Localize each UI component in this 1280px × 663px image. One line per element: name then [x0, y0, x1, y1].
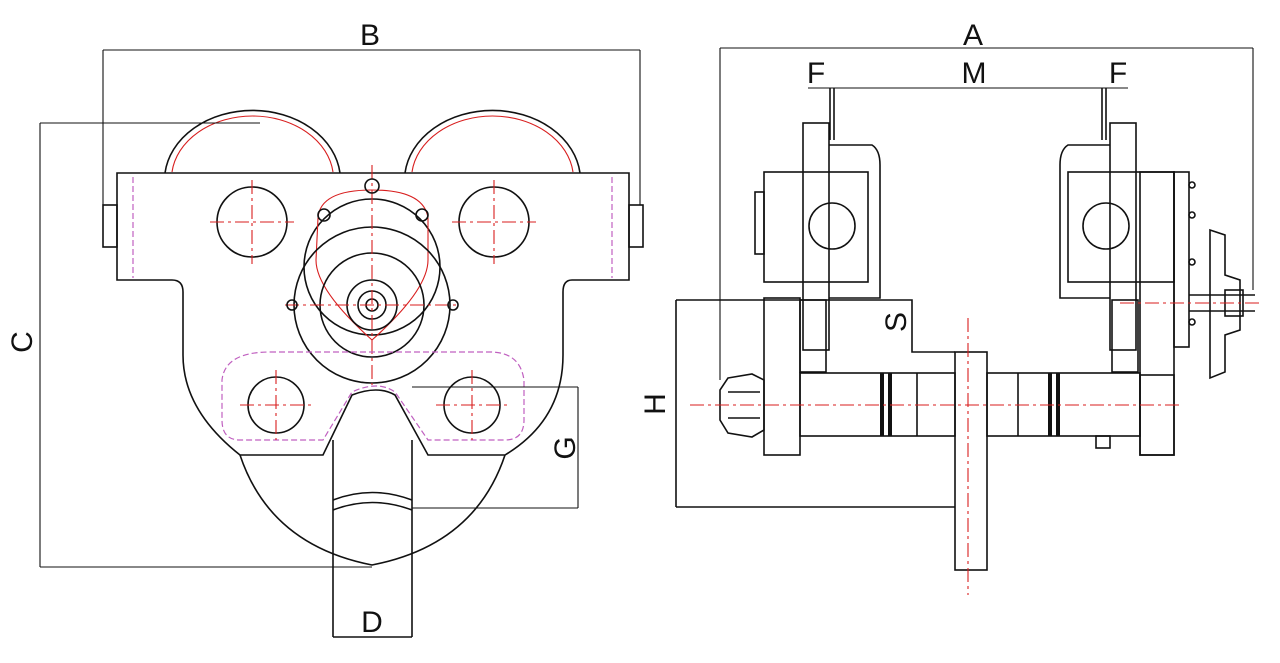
left-shaft-stub	[102, 204, 118, 248]
right-side-block	[1067, 171, 1175, 283]
left-wheel-body	[829, 144, 881, 299]
beam-flange-profile	[676, 299, 955, 353]
beam-web-arc-outer	[332, 491, 413, 501]
dim-label-g: G	[549, 436, 582, 459]
front-view	[102, 109, 644, 638]
end-plate-bolt-3	[1188, 258, 1196, 266]
beam-web	[954, 351, 988, 571]
left-wheel-arc	[164, 109, 341, 174]
end-plate-bolt-4	[1188, 318, 1196, 326]
lower-clamp-body	[239, 454, 506, 566]
right-end-plate	[1173, 171, 1190, 348]
beam-web-arc-inner	[332, 501, 413, 511]
dim-label-c: C	[6, 331, 39, 353]
hub-bolt-left	[286, 299, 298, 311]
dim-label-a: A	[963, 19, 983, 52]
side-plate	[116, 172, 630, 456]
upper-left-hole	[216, 186, 288, 258]
upper-right-hole	[458, 186, 530, 258]
shaft-collar-left	[880, 373, 884, 436]
hub-bolt-top	[364, 178, 380, 194]
right-wheel-arc-red	[411, 115, 574, 173]
right-wheel-lower	[1111, 299, 1139, 373]
dim-label-h: H	[639, 393, 672, 415]
right-bottom-block	[1139, 374, 1175, 456]
end-plate-bolt-1	[1188, 181, 1196, 189]
lock-nut	[719, 373, 765, 438]
left-side-nub	[754, 191, 765, 255]
right-side-block-hole	[1082, 202, 1130, 250]
end-plate-bolt-2	[1188, 211, 1196, 219]
side-view	[675, 88, 1262, 595]
right-wheel-flange	[1109, 122, 1137, 351]
side-view-dimensions: A F M F H S	[639, 19, 1254, 415]
left-side-block	[763, 171, 869, 283]
shaft-spacer	[1095, 435, 1111, 449]
left-wheel-arc-red	[171, 115, 334, 173]
right-wheel-body	[1059, 144, 1110, 299]
dim-label-s: S	[880, 312, 913, 332]
dim-label-m: M	[962, 57, 987, 90]
dim-label-d: D	[361, 606, 383, 639]
right-plate-lower	[1139, 171, 1175, 456]
left-wheel-flange	[802, 122, 830, 351]
dim-label-f-left: F	[807, 57, 825, 90]
hub-red-pitch	[315, 189, 429, 341]
hub-bolt-upper-left	[317, 208, 331, 222]
handwheel	[1209, 228, 1241, 380]
dim-label-f-right: F	[1109, 57, 1127, 90]
left-plate-lower	[763, 297, 801, 456]
hub-bolt-upper-right	[415, 208, 429, 222]
right-wheel-arc	[404, 109, 581, 174]
hub-bolt-right	[447, 299, 459, 311]
left-side-block-hole	[808, 202, 856, 250]
left-wheel-lower	[799, 299, 827, 373]
front-view-dimensions: B C G D	[6, 19, 641, 639]
dim-label-b: B	[360, 19, 380, 52]
right-shaft-stub	[628, 204, 644, 248]
lower-hidden-contour	[221, 351, 525, 441]
